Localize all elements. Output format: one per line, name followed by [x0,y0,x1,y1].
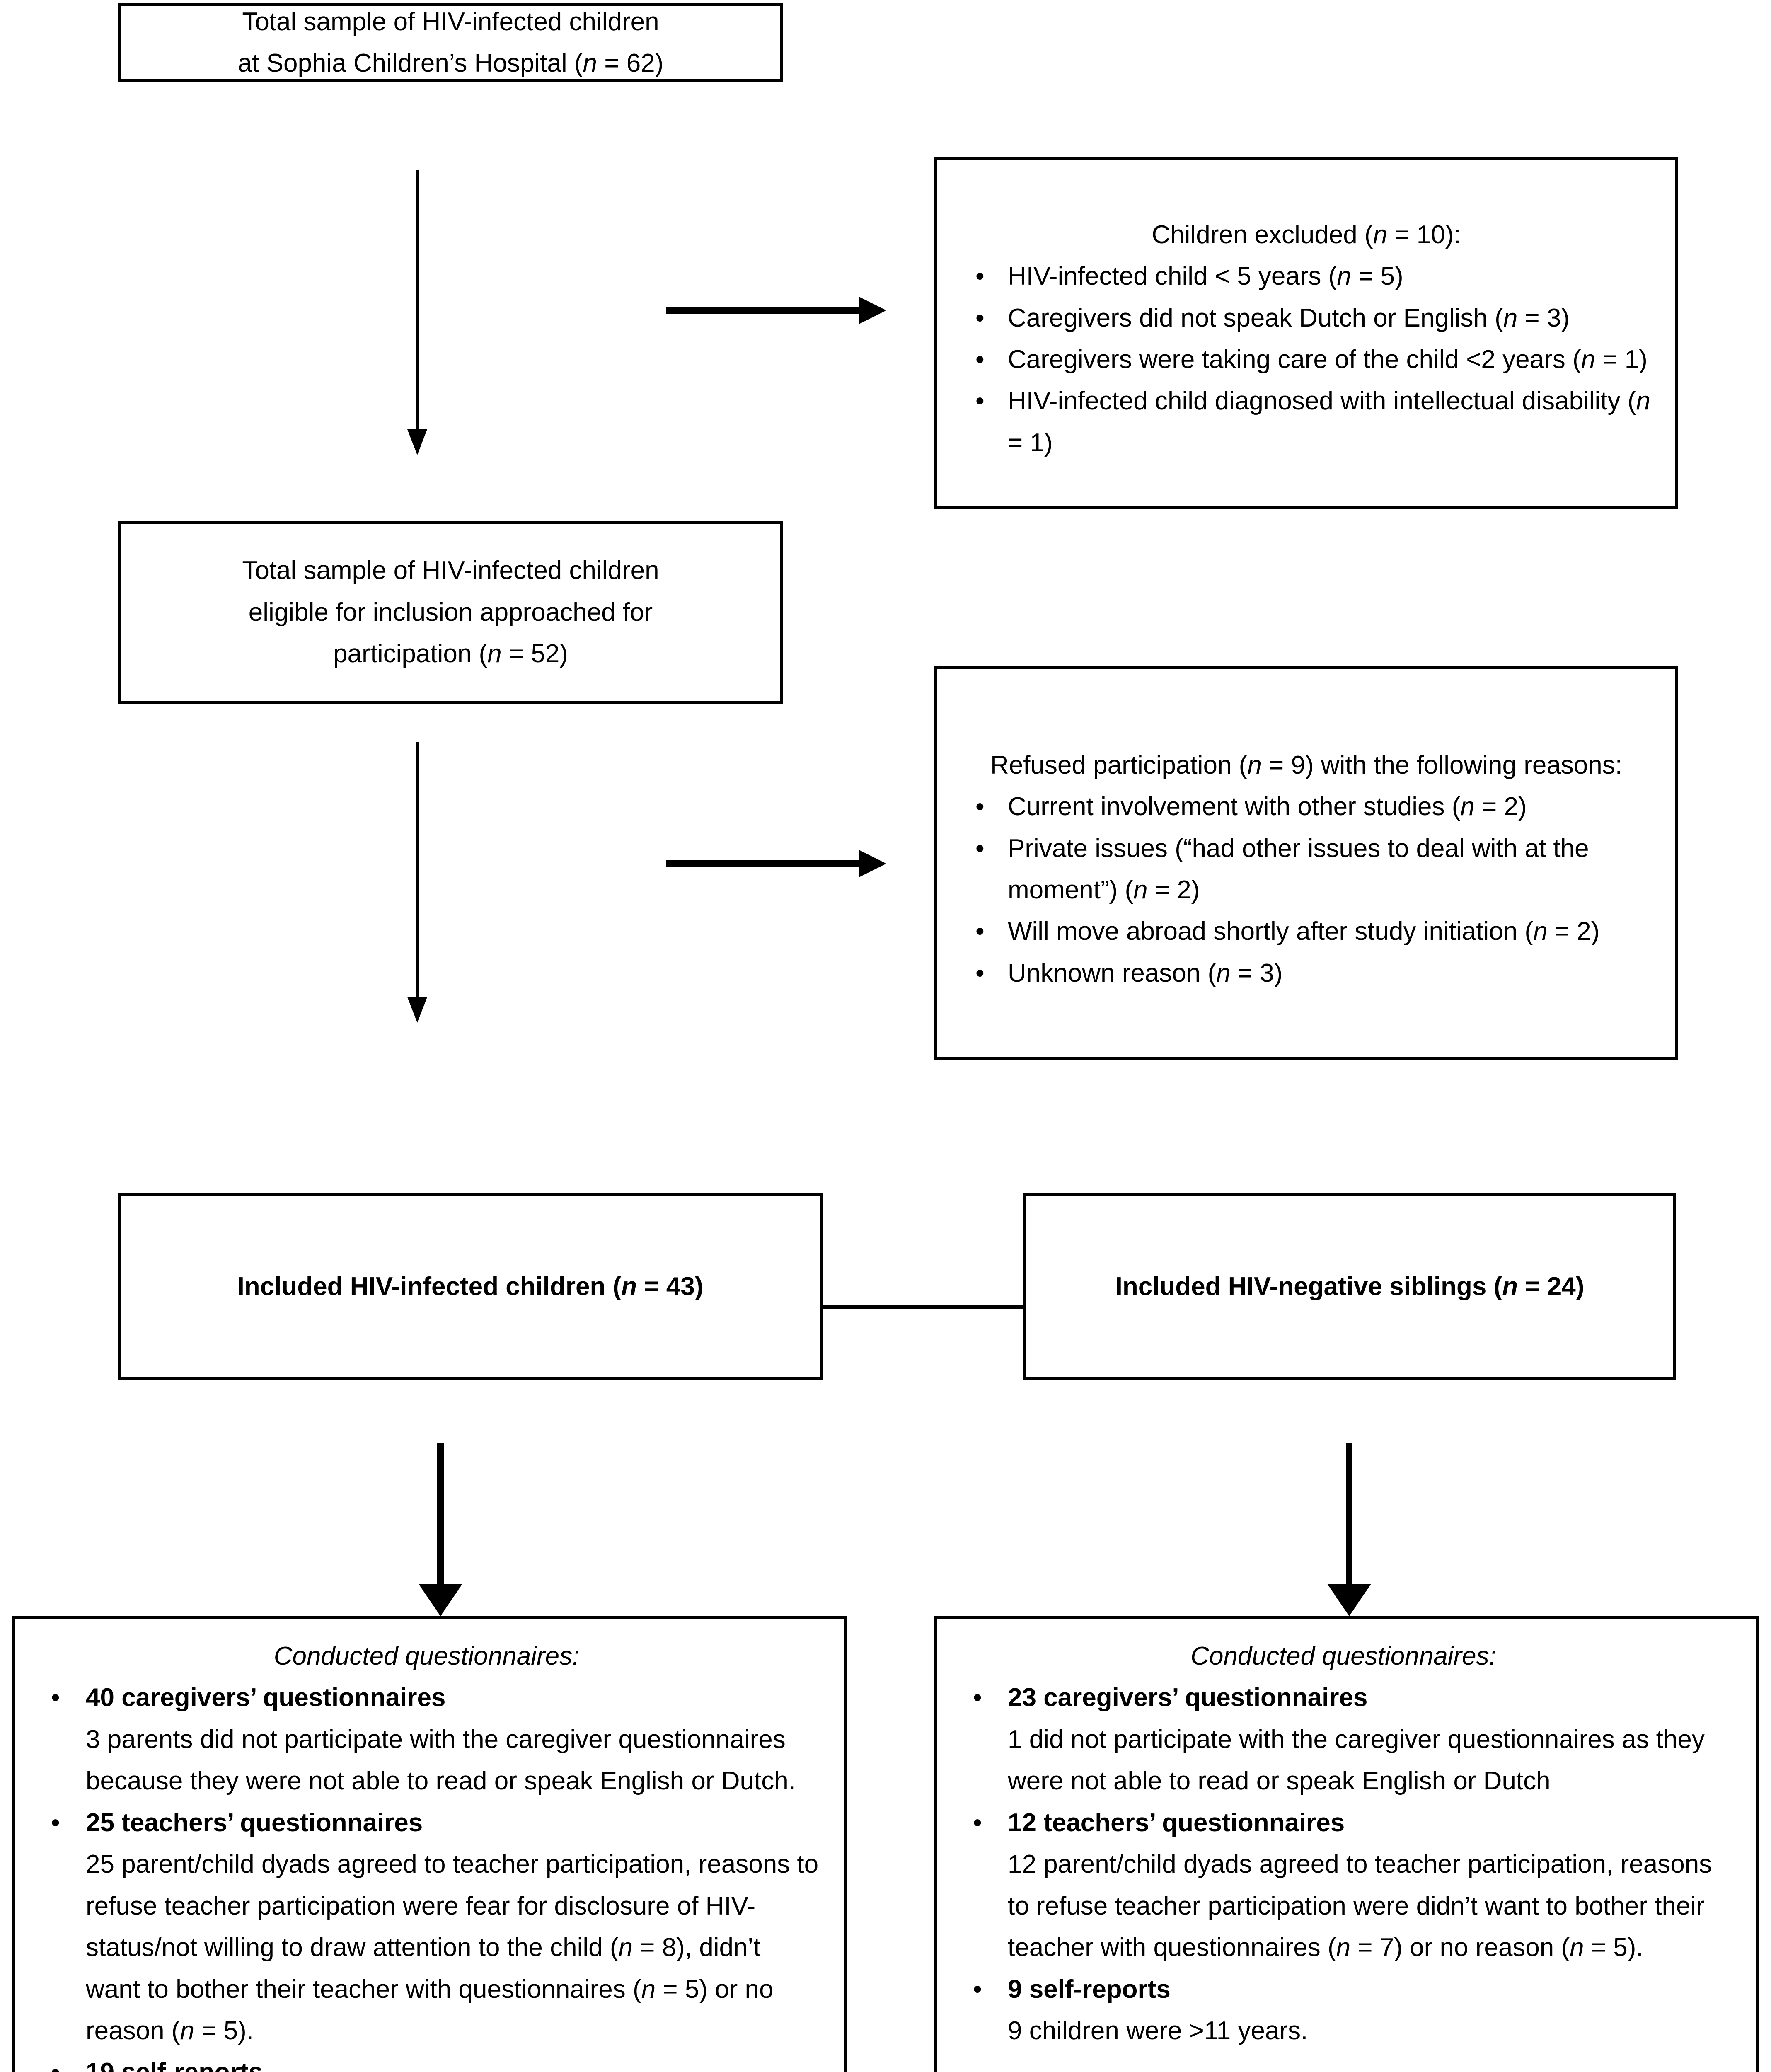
included-infected-n: n [621,1272,637,1301]
box-refused-content: Refused participation (n = 9) with the f… [937,732,1675,995]
box-included-hiv-infected: Included HIV-infected children (n = 43) [118,1193,823,1380]
arrow-total-to-eligible-shaft [416,170,419,431]
box-refused-participation: Refused participation (n = 9) with the f… [934,666,1678,1060]
q-right-item0-sub: 1 did not participate with the caregiver… [1008,1725,1705,1796]
q-left-item0-sub: 3 parents did not participate with the c… [86,1725,796,1796]
q-right-item1-bold: 12 teachers’ questionnaires [1008,1808,1345,1837]
arrow-to-refused-shaft [666,860,861,867]
refused-heading-n: n [1247,750,1262,779]
list-item: 12 teachers’ questionnaires 12 parent/ch… [954,1802,1733,1969]
q-right-item2-sub: 9 children were >11 years. [1008,2016,1308,2045]
box-total-sample-text: Total sample of HIV-infected children at… [121,1,780,85]
arrow-to-refused-head [859,850,886,877]
q-left-item2-bold: 19 self-reports [86,2058,263,2072]
list-item: Current involvement with other studies (… [959,786,1654,828]
list-item: 25 teachers’ questionnaires 25 parent/ch… [32,1802,821,2052]
arrow-included-infected-to-questionnaires-head [419,1584,462,1616]
refused-heading-pre: Refused participation ( [990,750,1248,779]
box-eligible-approached: Total sample of HIV-infected children el… [118,521,783,704]
q-right-item2-bold: 9 self-reports [1008,1975,1171,2004]
q-right-item1-sub: 12 parent/child dyads agreed to teacher … [1008,1850,1712,1962]
list-item: 9 self-reports 9 children were >11 years… [954,1969,1733,2052]
excluded-heading: Children excluded (n = 10): [959,214,1654,256]
eligible-line3-post: = 52) [501,639,568,668]
arrow-included-siblings-to-questionnaires-shaft [1346,1443,1352,1588]
list-item: Unknown reason (n = 3) [959,953,1654,995]
arrow-total-to-eligible-head [407,429,427,455]
list-item: Caregivers were taking care of the child… [959,339,1654,381]
list-item: HIV-infected child diagnosed with intell… [959,380,1654,464]
arrow-included-siblings-to-questionnaires-head [1327,1584,1371,1616]
arrow-eligible-to-included-shaft [416,742,419,999]
questionnaires-left-list: 40 caregivers’ questionnaires 3 parents … [32,1677,821,2072]
list-item: Caregivers did not speak Dutch or Englis… [959,298,1654,339]
questionnaires-right-heading: Conducted questionnaires: [1190,1642,1496,1670]
included-infected-text: Included HIV-infected children (n = 43) [121,1266,820,1307]
q-left-item0-bold: 40 caregivers’ questionnaires [86,1683,446,1712]
included-siblings-post: = 24) [1518,1272,1585,1301]
q-right-item0-bold: 23 caregivers’ questionnaires [1008,1683,1368,1712]
eligible-n-italic: n [487,639,502,668]
refused-heading-post: = 9) with the following reasons: [1261,750,1622,779]
excluded-heading-n: n [1373,220,1388,249]
total-sample-line1: Total sample of HIV-infected children [242,7,659,36]
included-siblings-n: n [1502,1272,1518,1301]
list-item: 23 caregivers’ questionnaires 1 did not … [954,1677,1733,1802]
box-children-excluded-content: Children excluded (n = 10): HIV-infected… [937,202,1675,464]
box-total-sample: Total sample of HIV-infected children at… [118,3,783,82]
included-siblings-pre: Included HIV-negative siblings ( [1115,1272,1502,1301]
eligible-line2: eligible for inclusion approached for [248,598,653,627]
refused-heading: Refused participation (n = 9) with the f… [959,745,1654,786]
arrow-to-excluded-shaft [666,307,861,314]
total-sample-line2: at Sophia Children’s Hospital ( [237,49,583,77]
questionnaires-left-heading: Conducted questionnaires: [273,1642,580,1670]
questionnaires-right-content: Conducted questionnaires: 23 caregivers’… [937,1619,1756,2052]
excluded-heading-pre: Children excluded ( [1152,220,1373,249]
q-left-item1-bold: 25 teachers’ questionnaires [86,1808,423,1837]
arrow-included-infected-to-questionnaires-shaft [437,1443,444,1588]
box-conducted-questionnaires-siblings: Conducted questionnaires: 23 caregivers’… [934,1616,1759,2072]
box-eligible-text: Total sample of HIV-infected children el… [121,550,780,675]
box-children-excluded: Children excluded (n = 10): HIV-infected… [934,157,1678,509]
list-item: HIV-infected child < 5 years (n = 5) [959,256,1654,298]
q-left-item1-sub: 25 parent/child dyads agreed to teacher … [86,1850,819,2045]
included-siblings-text: Included HIV-negative siblings (n = 24) [1026,1266,1673,1307]
box-conducted-questionnaires-infected: Conducted questionnaires: 40 caregivers’… [12,1616,847,2072]
connector-included-boxes [823,1305,1025,1309]
box-included-hiv-negative-siblings: Included HIV-negative siblings (n = 24) [1023,1193,1676,1380]
total-sample-n-italic: n [583,49,598,77]
excluded-heading-post: = 10): [1387,220,1461,249]
included-infected-pre: Included HIV-infected children ( [237,1272,622,1301]
total-sample-line2-end: = 62) [597,49,664,77]
refused-list: Current involvement with other studies (… [959,786,1654,995]
questionnaires-right-list: 23 caregivers’ questionnaires 1 did not … [954,1677,1733,2052]
eligible-line1: Total sample of HIV-infected children [242,556,659,585]
list-item: 19 self-reports 19 children were >11 yea… [32,2052,821,2072]
excluded-list: HIV-infected child < 5 years (n = 5) Car… [959,256,1654,464]
arrow-to-excluded-head [859,297,886,324]
list-item: Will move abroad shortly after study ini… [959,911,1654,953]
arrow-eligible-to-included-head [407,997,427,1023]
eligible-line3-pre: participation ( [333,639,488,668]
list-item: 40 caregivers’ questionnaires 3 parents … [32,1677,821,1802]
list-item: Private issues (“had other issues to dea… [959,828,1654,911]
included-infected-post: = 43) [637,1272,704,1301]
questionnaires-left-content: Conducted questionnaires: 40 caregivers’… [15,1619,844,2072]
